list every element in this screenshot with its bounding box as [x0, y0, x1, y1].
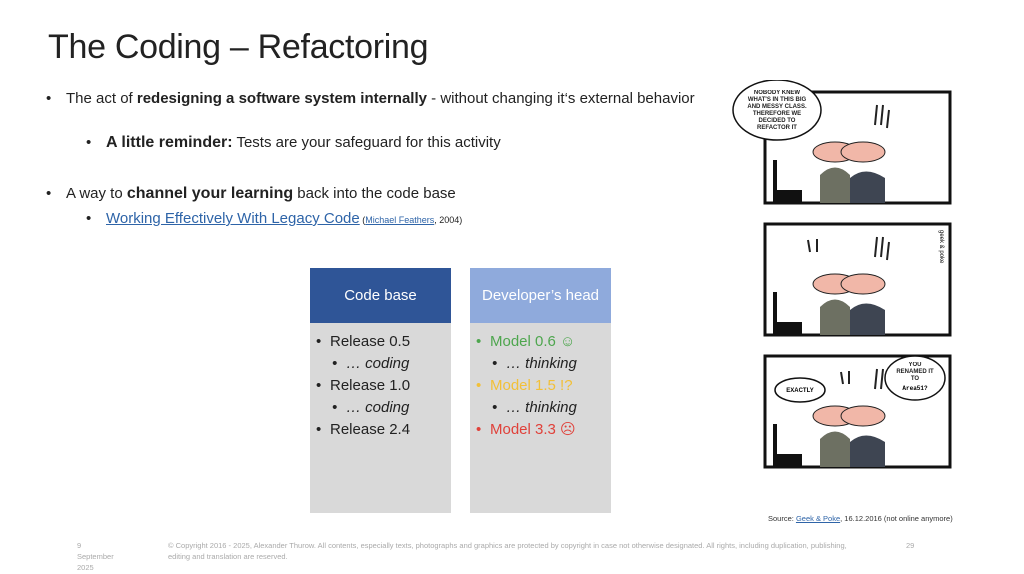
comic-panel-1: NOBODY KNEW WHAT'S IN THIS BIG AND MESSY…	[732, 80, 952, 205]
sub-bullet-reminder: • A little reminder: Tests are your safe…	[86, 134, 501, 151]
footer-date: 9 September 2025	[77, 540, 114, 573]
list-item: Release 2.4	[316, 419, 451, 441]
column-header: Code base	[310, 268, 451, 323]
bold-text: redesigning a software system internally	[136, 90, 427, 107]
book-link[interactable]: Working Effectively With Legacy Code	[106, 210, 360, 227]
text: , 16.12.2016 (not online anymore)	[840, 514, 953, 523]
list-item: … thinking	[476, 353, 611, 375]
code-base-list: Release 0.5… codingRelease 1.0… codingRe…	[310, 323, 451, 441]
bold-text: A little reminder:	[106, 134, 233, 151]
author-link[interactable]: Michael Feathers	[365, 215, 435, 225]
comic-panel-3: EXACTLY YOU RENAMED IT TO Area51?	[763, 354, 952, 469]
text: (	[359, 215, 366, 225]
bullet-channel-learning: • A way to channel your learning back in…	[46, 185, 456, 202]
slide-title: The Coding – Refactoring	[48, 28, 429, 66]
speech-bubble-text: Area51?	[902, 385, 928, 392]
list-item: Model 1.5 !?	[476, 375, 611, 397]
text: A way to	[66, 185, 127, 202]
source-link[interactable]: Geek & Poke	[795, 514, 841, 523]
date-day: 9	[77, 541, 82, 550]
speech-bubble-text: NOBODY KNEW WHAT'S IN THIS BIG AND MESSY…	[747, 90, 807, 131]
bullet-refactoring-definition: • The act of redesigning a software syst…	[46, 90, 695, 107]
list-item: Release 0.5	[316, 331, 451, 353]
footer-copyright: © Copyright 2016 - 2025, Alexander Thuro…	[168, 541, 847, 561]
list-item: … coding	[316, 397, 451, 419]
bold-text: channel your learning	[126, 185, 294, 202]
column-header: Developer’s head	[470, 268, 611, 323]
text: Source:	[768, 514, 796, 523]
comic-panel-2: geek & poke	[763, 222, 952, 337]
comic-strip-image: NOBODY KNEW WHAT'S IN THIS BIG AND MESSY…	[732, 80, 952, 469]
page-number: 29	[906, 541, 915, 550]
list-item: Model 3.3 ☹	[476, 419, 611, 441]
developer-head-column: Developer’s head Model 0.6 ☺… thinkingMo…	[470, 268, 611, 513]
date-month: September	[77, 552, 114, 561]
text: back into the code base	[293, 185, 456, 202]
image-source: Source: Geek & Poke, 16.12.2016 (not onl…	[768, 514, 953, 523]
code-base-column: Code base Release 0.5… codingRelease 1.0…	[310, 268, 451, 513]
list-item: Model 0.6 ☺	[476, 331, 611, 353]
speech-bubble-text: EXACTLY	[786, 388, 813, 394]
text: The act of	[66, 90, 137, 107]
developer-head-list: Model 0.6 ☺… thinkingModel 1.5 !?… think…	[470, 323, 611, 441]
text: - without changing it‘s external behavio…	[426, 90, 695, 107]
date-year: 2025	[77, 563, 94, 572]
text: Tests are your safeguard for this activi…	[232, 134, 501, 151]
list-item: … coding	[316, 353, 451, 375]
text: , 2004)	[434, 215, 463, 225]
speech-bubble-text: YOU RENAMED IT TO	[896, 362, 934, 382]
list-item: … thinking	[476, 397, 611, 419]
list-item: Release 1.0	[316, 375, 451, 397]
comic-signature: geek & poke	[938, 230, 944, 264]
sub-bullet-book: • Working Effectively With Legacy Code (…	[86, 210, 463, 227]
